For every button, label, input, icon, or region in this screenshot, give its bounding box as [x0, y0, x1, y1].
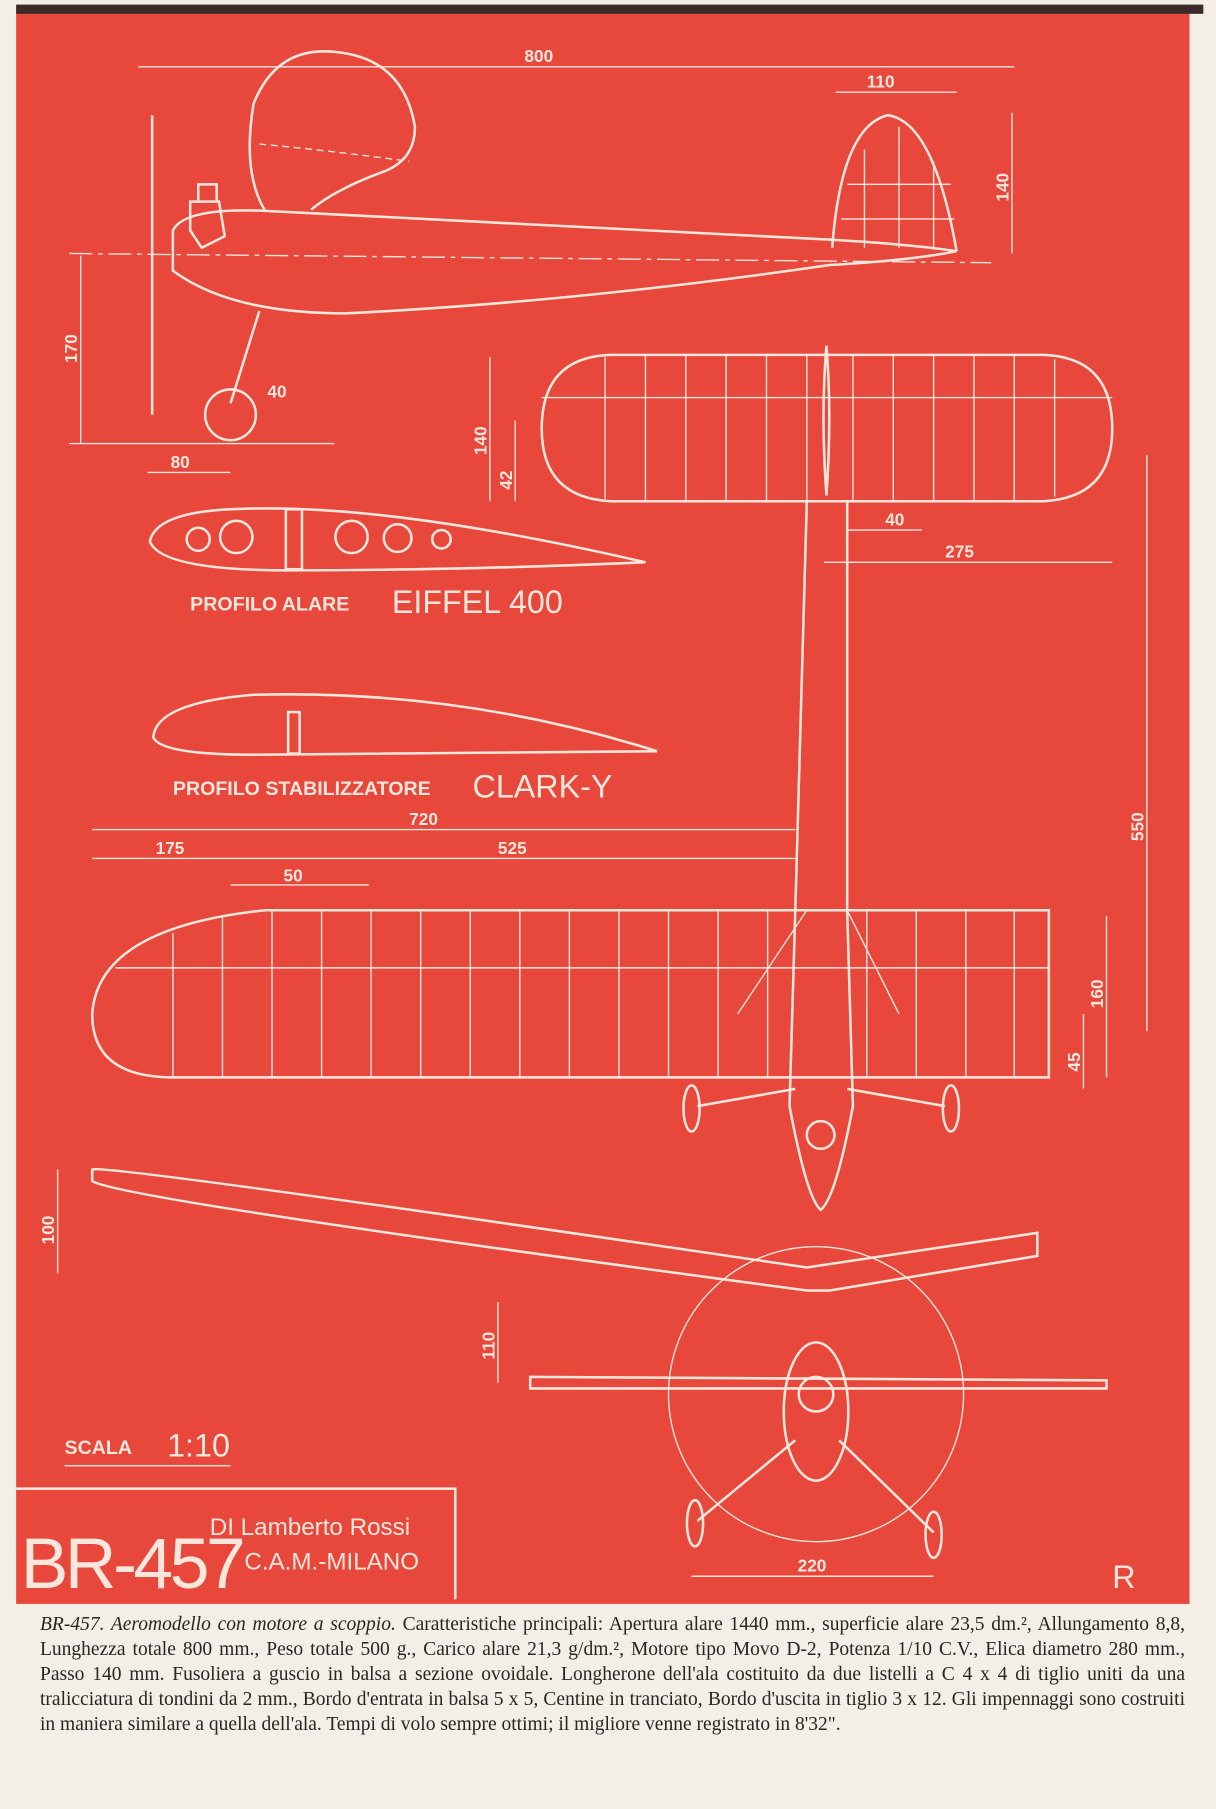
dim-220: 220	[798, 1556, 827, 1576]
landing-wheel	[203, 388, 258, 442]
wheel-top-left	[682, 1084, 701, 1133]
wheel-front-left	[685, 1498, 705, 1548]
side-view: 800 110 140 170 40 80	[61, 46, 1015, 474]
dim-170: 170	[61, 334, 81, 363]
fuselage-side	[171, 209, 957, 315]
scale-value: 1:10	[167, 1427, 230, 1463]
dim-140-stab: 140	[470, 426, 490, 455]
fuselage-top-view	[788, 501, 855, 1212]
dim-80: 80	[171, 452, 190, 472]
cabin-bubble	[248, 50, 417, 212]
dihedral-wing	[90, 1167, 1039, 1292]
dim-110-top: 110	[867, 72, 895, 92]
lightening-hole	[185, 526, 212, 553]
profile-wing-name: EIFFEL 400	[392, 584, 563, 620]
landing-gear-strut	[229, 310, 261, 404]
profile-stab-name: CLARK-Y	[473, 768, 613, 804]
spar	[284, 508, 304, 571]
caption: BR-457. Aeromodello con motore a scoppio…	[40, 1612, 1185, 1737]
dim-40-gear: 40	[267, 382, 286, 402]
title-box	[16, 1487, 457, 1600]
top-edge-shadow	[16, 4, 1204, 14]
wing-profile: PROFILO ALARE EIFFEL 400	[148, 507, 646, 620]
dim-175: 175	[156, 838, 185, 858]
fin-top	[822, 345, 831, 496]
wing-outline	[90, 908, 1051, 1079]
red-plan-panel	[16, 11, 1190, 1604]
dim-110-front: 110	[478, 1332, 498, 1360]
lightening-hole	[218, 519, 254, 555]
dim-160: 160	[1087, 979, 1107, 1008]
dim-550: 550	[1127, 812, 1147, 841]
club-line: C.A.M.-MILANO	[244, 1548, 419, 1575]
gear-top-view	[697, 1087, 946, 1108]
author-line: DI Lamberto Rossi	[210, 1514, 410, 1541]
wing-top-view: 720 175 525 50 160 45	[90, 809, 1108, 1151]
thrust-line	[69, 252, 992, 264]
lightening-hole	[382, 522, 413, 554]
profile-wing-label: PROFILO ALARE	[190, 594, 349, 616]
fin-ribs	[841, 126, 955, 248]
signature: R	[1112, 1559, 1135, 1595]
scale-label: SCALA	[65, 1437, 132, 1459]
dim-45: 45	[1064, 1052, 1084, 1072]
front-stabilizer	[528, 1375, 1108, 1390]
dim-800: 800	[524, 46, 553, 66]
lightening-hole	[334, 519, 369, 555]
clark-y-airfoil	[152, 693, 658, 756]
stabilizer-ribs	[541, 354, 1113, 502]
engine-top	[805, 1119, 836, 1151]
dim-42: 42	[496, 470, 516, 489]
lightening-hole	[430, 528, 452, 550]
stab-spar	[286, 710, 301, 755]
dim-40-stab: 40	[885, 509, 904, 529]
eiffel-400-airfoil	[148, 507, 646, 572]
caption-body: Caratteristiche principali: Apertura ala…	[40, 1614, 1186, 1735]
engine	[188, 183, 227, 250]
dim-140-fin: 140	[993, 173, 1013, 202]
dim-275: 275	[945, 542, 974, 562]
stabilizer-profile: PROFILO STABILIZZATORE CLARK-Y	[152, 693, 658, 804]
stabilizer-outline	[540, 353, 1114, 503]
dim-720: 720	[409, 809, 438, 829]
dim-100: 100	[38, 1216, 58, 1245]
profile-stab-label: PROFILO STABILIZZATORE	[173, 778, 431, 800]
dim-50: 50	[284, 865, 303, 885]
stabilizer-top-view: 140 42 40 275	[470, 345, 1114, 563]
wheel-top-right	[941, 1084, 961, 1133]
dim-525: 525	[498, 838, 527, 858]
caption-title: BR-457. Aeromodello con motore a scoppio…	[40, 1614, 396, 1635]
wing-ribs	[115, 909, 1049, 1078]
fuselage-front	[782, 1341, 850, 1482]
front-view: 100 110 220	[38, 1167, 1108, 1577]
spinner	[797, 1375, 835, 1413]
cabin-window	[259, 143, 410, 162]
front-gear	[696, 1439, 935, 1534]
wheel-front-right	[924, 1510, 943, 1560]
propeller-disc	[667, 1246, 965, 1543]
model-name: BR-457	[21, 1524, 243, 1604]
